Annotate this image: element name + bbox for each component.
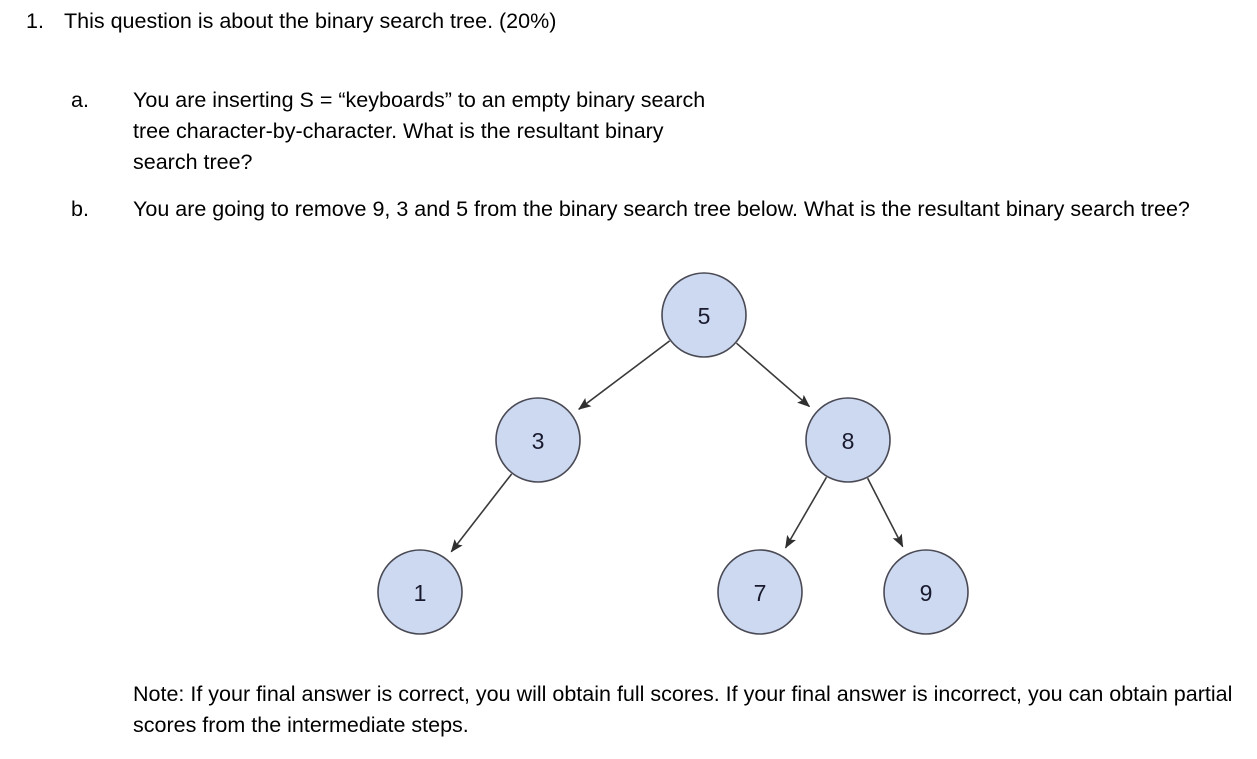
tree-node-label-9: 9 (920, 580, 933, 606)
tree-node-8: 8 (805, 397, 891, 483)
tree-node-5: 5 (661, 272, 747, 358)
tree-node-label-7: 7 (754, 580, 767, 606)
tree-node-circle-5 (661, 272, 747, 358)
tree-node-label-3: 3 (532, 428, 545, 454)
binary-search-tree-diagram: 5 3 8 1 7 9 (330, 252, 1030, 662)
tree-edge-n5-n8 (735, 342, 811, 408)
tree-node-circle-8 (805, 397, 891, 483)
question-item-b: b. You are going to remove 9, 3 and 5 fr… (71, 194, 1241, 225)
question-item-a: a. You are inserting S = “keyboards” to … (71, 85, 1231, 178)
tree-edge-n8-n7 (784, 476, 828, 549)
tree-edge-layer (450, 340, 904, 553)
tree-node-label-8: 8 (842, 428, 855, 454)
note-text: Note: If your final answer is correct, y… (133, 682, 1233, 737)
tree-node-9: 9 (883, 549, 969, 635)
question-a-body: You are inserting S = “keyboards” to an … (133, 85, 733, 178)
tree-node-1: 1 (377, 549, 463, 635)
tree-node-circle-9 (883, 549, 969, 635)
question-b-text: You are going to remove 9, 3 and 5 from … (133, 197, 1190, 221)
tree-node-3: 3 (495, 397, 581, 483)
tree-svg: 5 3 8 1 7 9 (377, 272, 969, 635)
question-a-text: You are inserting S = “keyboards” to an … (133, 88, 706, 174)
question-1-text: This question is about the binary search… (64, 9, 557, 33)
list-marker-1: 1. (26, 9, 44, 33)
note-block: Note: If your final answer is correct, y… (133, 679, 1233, 741)
list-marker-b: b. (71, 197, 89, 221)
question-item-1: 1. This question is about the binary sea… (26, 6, 1226, 37)
tree-node-circle-7 (717, 549, 803, 635)
question-1-body: This question is about the binary search… (64, 6, 1226, 37)
tree-node-layer: 5 3 8 1 7 9 (377, 272, 969, 635)
tree-node-circle-3 (495, 397, 581, 483)
question-b-body: You are going to remove 9, 3 and 5 from … (133, 194, 1233, 225)
tree-edge-n3-n1 (450, 473, 513, 553)
list-marker-a: a. (71, 88, 89, 112)
tree-edge-n8-n9 (866, 477, 904, 548)
tree-node-circle-1 (377, 549, 463, 635)
tree-node-7: 7 (717, 549, 803, 635)
tree-edge-n5-n3 (578, 340, 671, 410)
tree-node-label-1: 1 (414, 580, 427, 606)
tree-node-label-5: 5 (698, 303, 711, 329)
